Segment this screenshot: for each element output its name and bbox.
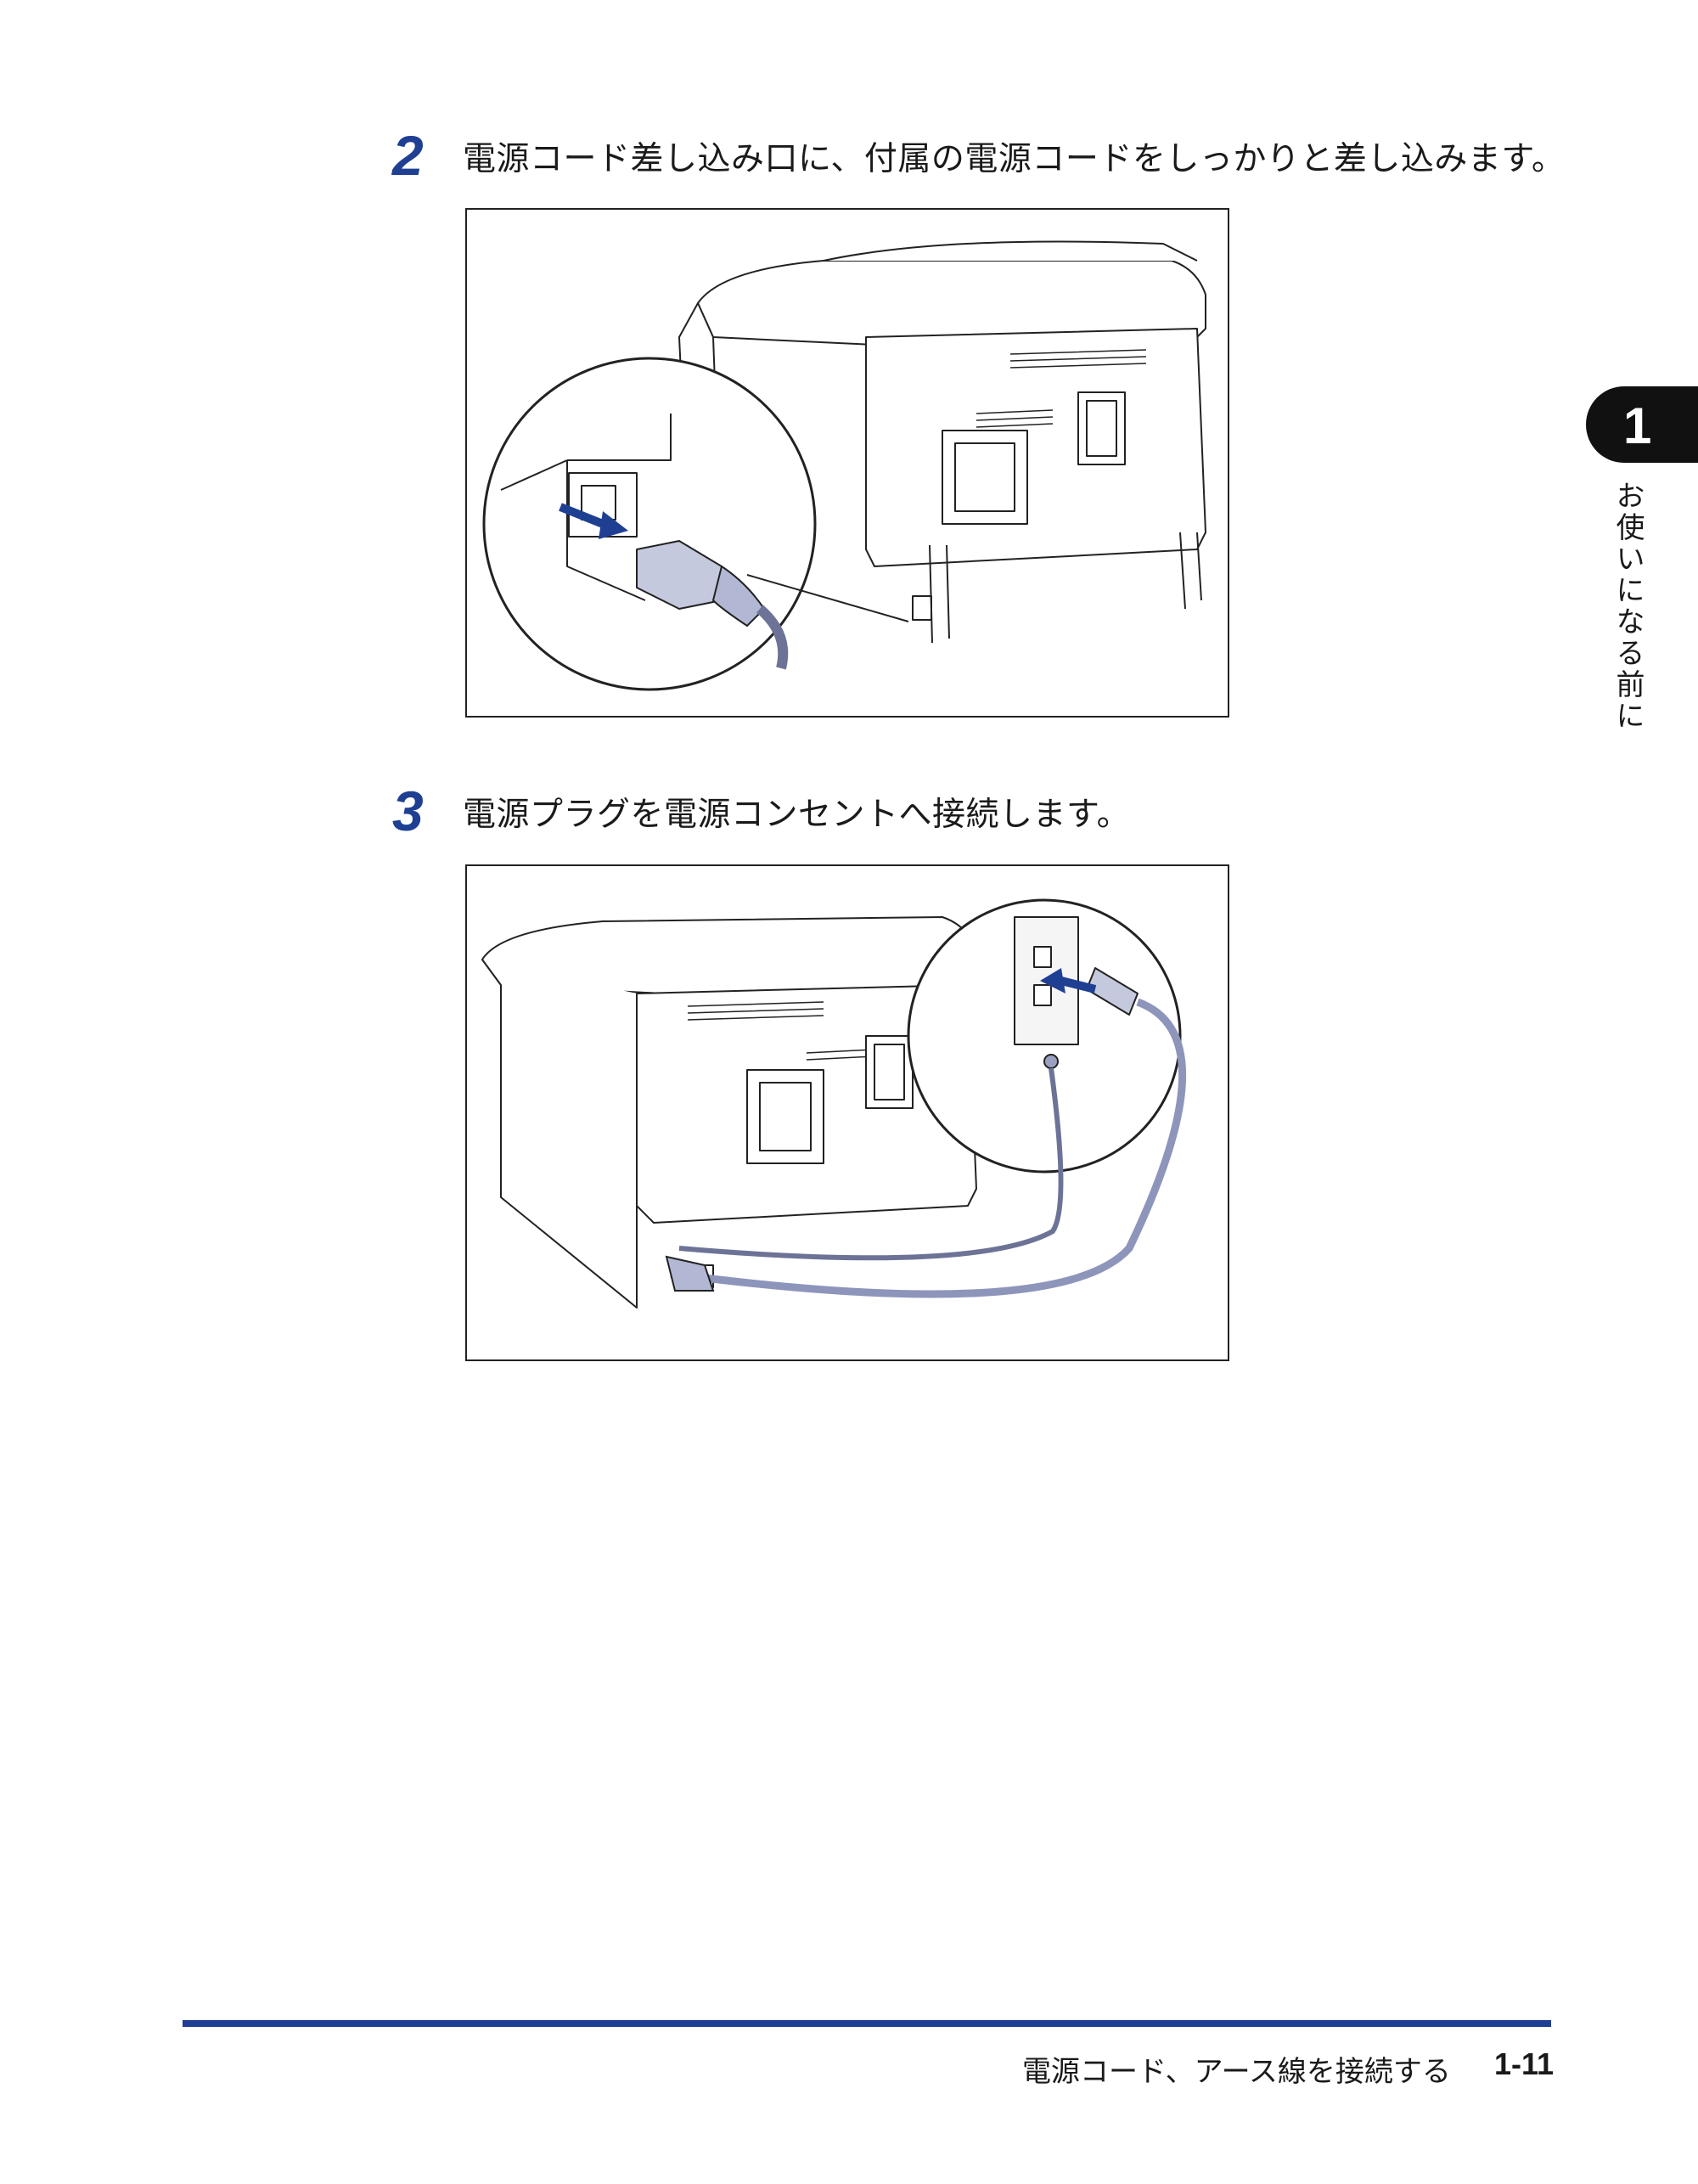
step-3-text: 電源プラグを電源コンセントへ接続します。	[463, 796, 1131, 834]
step-3-number: 3	[392, 780, 424, 842]
step-2-text: 電源コード差し込み口に、付属の電源コードをしっかりと差し込みます。	[463, 140, 1566, 178]
printer-outlet-illustration	[481, 898, 1187, 1309]
chapter-tab[interactable]: 1	[1586, 386, 1698, 463]
figure-outlet-connect	[465, 864, 1229, 1361]
footer-section-title: 電源コード、アース線を接続する	[1022, 2055, 1451, 2089]
printer-rear-inlet-illustration	[482, 240, 1206, 691]
step-2-number: 2	[392, 124, 424, 187]
chapter-number: 1	[1623, 397, 1652, 454]
chapter-label: お使いになる前に	[1611, 481, 1645, 732]
figure-power-cord-insert	[465, 208, 1229, 718]
footer-rule	[183, 2020, 1551, 2027]
page-number: 1-11	[1494, 2046, 1555, 2081]
